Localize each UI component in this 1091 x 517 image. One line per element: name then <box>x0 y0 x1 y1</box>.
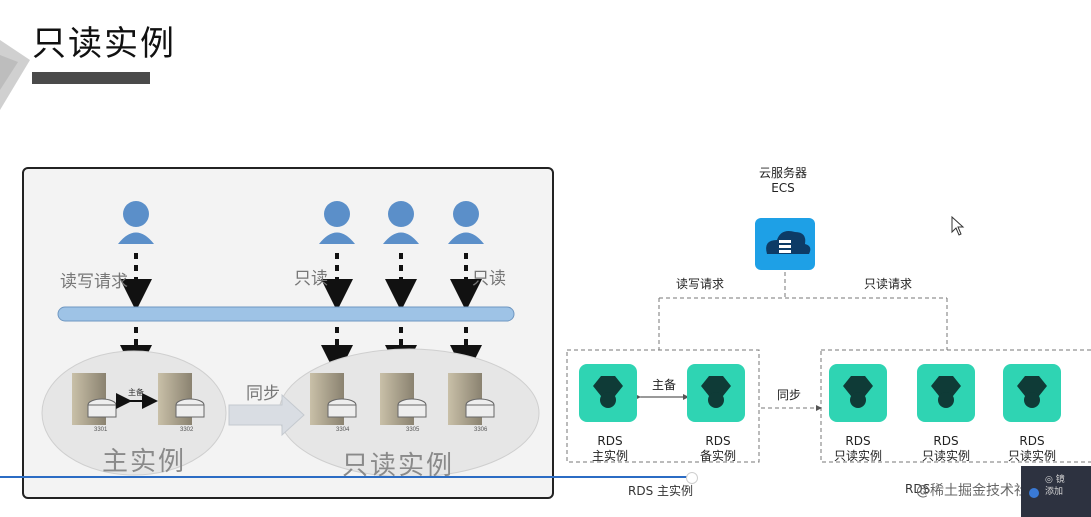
rds-primary-icon <box>579 364 637 422</box>
player-caption-right: RDS <box>905 482 931 496</box>
video-progress-handle[interactable] <box>686 472 698 484</box>
mouse-cursor-icon <box>951 216 965 236</box>
rds-label-line: 主实例 <box>591 449 628 463</box>
thumb-text-line: ◎ 镜 <box>1045 475 1065 485</box>
rds-readonly-icon <box>1003 364 1061 422</box>
rds-readonly-label: RDS 只读实例 <box>914 434 978 464</box>
rds-label-line: 只读实例 <box>833 449 882 463</box>
rds-primary-label: RDS 主实例 <box>582 434 638 464</box>
thumb-text: ◎ 镜 添加 <box>1045 474 1065 498</box>
user-icon <box>319 201 355 244</box>
record-dot-icon <box>1029 488 1039 498</box>
server-icon <box>72 373 117 425</box>
rds-readonly-icon <box>829 364 887 422</box>
rds-label-line: RDS <box>1019 434 1045 448</box>
ecs-label-line1: 云服务器 <box>758 166 807 180</box>
left-diagram-panel: 3301 3302 3304 3305 3306 读写请求 只读 只读 主备 同… <box>22 167 554 499</box>
rds-label-line: RDS <box>933 434 959 448</box>
server-id: 3301 <box>94 427 108 433</box>
server-id: 3306 <box>474 427 488 433</box>
primary-standby-label: 主备 <box>128 388 144 397</box>
primary-group-box <box>566 349 760 463</box>
sync-arrow <box>228 393 305 437</box>
thumb-text-line: 添加 <box>1045 487 1064 497</box>
readonly-label-right: 只读 <box>472 269 506 289</box>
rds-readonly-icon <box>917 364 975 422</box>
right-primary-standby-label: 主备 <box>652 378 677 392</box>
ecs-cloud-icon <box>755 218 815 270</box>
corner-swoosh-decoration <box>0 40 30 110</box>
title-underline <box>32 72 150 84</box>
slide-title: 只读实例 <box>32 24 176 64</box>
rds-label-line: 只读实例 <box>921 449 970 463</box>
user-icon <box>448 201 484 244</box>
server-id: 3304 <box>336 427 350 433</box>
server-icon <box>380 373 427 425</box>
server-id: 3302 <box>180 427 194 433</box>
right-diagram-graphics <box>566 218 1091 463</box>
rds-readonly-label: RDS 只读实例 <box>826 434 890 464</box>
right-sync-label: 同步 <box>777 388 802 402</box>
ecs-label-line2: ECS <box>771 181 795 195</box>
server-icon <box>158 373 205 425</box>
rds-readonly-label: RDS 只读实例 <box>1000 434 1064 464</box>
rds-label-line: 备实例 <box>699 449 736 463</box>
rds-label-line: 只读实例 <box>1007 449 1056 463</box>
rds-standby-icon <box>687 364 745 422</box>
rds-standby-label: RDS 备实例 <box>690 434 746 464</box>
rds-label-line: RDS <box>597 434 623 448</box>
server-icon <box>448 373 495 425</box>
right-ro-request-label: 只读请求 <box>864 277 913 291</box>
player-caption-left: RDS 主实例 <box>628 484 694 498</box>
left-diagram-graphics: 3301 3302 3304 3305 3306 <box>41 201 540 478</box>
ecs-label: 云服务器 ECS <box>751 166 815 196</box>
right-rw-request-label: 读写请求 <box>676 277 725 291</box>
server-icon <box>310 373 357 425</box>
video-progress-bar[interactable] <box>0 476 690 478</box>
request-bus <box>57 306 515 322</box>
user-icon <box>118 201 154 244</box>
server-id: 3305 <box>406 427 420 433</box>
readonly-label-left: 只读 <box>294 269 328 289</box>
rds-label-line: RDS <box>705 434 731 448</box>
sync-label: 同步 <box>246 384 280 404</box>
video-thumbnail-panel[interactable]: ◎ 镜 添加 <box>1021 466 1091 517</box>
user-icon <box>383 201 419 244</box>
rds-label-line: RDS <box>845 434 871 448</box>
readonly-group-box <box>820 349 1091 463</box>
rw-request-label: 读写请求 <box>60 272 128 292</box>
primary-instance-label: 主实例 <box>102 447 187 477</box>
watermark: @稀土掘金技术社区 <box>916 483 1042 499</box>
